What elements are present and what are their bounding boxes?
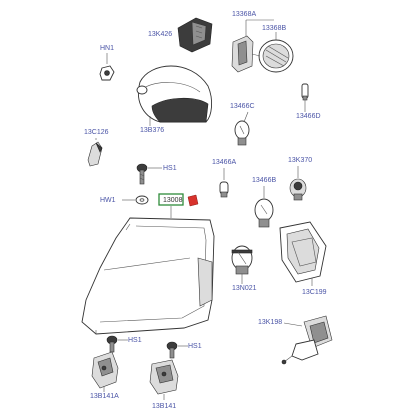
label-hs1-bottom-centre: HS1: [188, 343, 202, 350]
bulb-13n021[interactable]: [231, 245, 253, 275]
label-13466d: 13466D: [296, 113, 321, 120]
label-hs1-bottom-left: HS1: [128, 337, 142, 344]
label-13466b: 13466B: [252, 177, 276, 184]
label-13466c: 13466C: [230, 103, 255, 110]
label-hs1-top: HS1: [163, 165, 177, 172]
headlamp-assembly-13008[interactable]: [81, 217, 215, 335]
screw-hs1-bottom-left[interactable]: [106, 335, 118, 353]
label-13c199: 13C199: [302, 289, 327, 296]
rubber-cover-13c199[interactable]: [279, 221, 327, 283]
label-13b376: 13B376: [140, 127, 164, 134]
screw-hs1-top[interactable]: [136, 163, 148, 185]
label-hw1: HW1: [100, 197, 116, 204]
label-13466a: 13466A: [212, 159, 236, 166]
label-13k426: 13K426: [148, 31, 172, 38]
side-repeater-13368b[interactable]: [231, 35, 294, 73]
label-13c126: 13C126: [84, 129, 109, 136]
label-13k198: 13K198: [258, 319, 282, 326]
bulb-13466c[interactable]: [234, 120, 250, 146]
leveling-motor-13k198[interactable]: [281, 315, 333, 365]
washer-hw1[interactable]: [135, 195, 149, 205]
label-13k370: 13K370: [288, 157, 312, 164]
screw-hs1-bottom-centre[interactable]: [166, 341, 178, 359]
socket-13k426[interactable]: [177, 17, 213, 53]
highlight-marker-13008: [187, 194, 199, 207]
bulb-holder-13k370[interactable]: [289, 178, 307, 201]
label-13b141a: 13B141A: [90, 393, 119, 400]
nut-hn1[interactable]: [99, 65, 115, 81]
bulb-13466b[interactable]: [254, 198, 274, 228]
label-13b141: 13B141: [152, 403, 176, 410]
label-13368b: 13368B: [262, 25, 286, 32]
bulb-13466d[interactable]: [301, 83, 309, 101]
label-13n021: 13N021: [232, 285, 257, 292]
bracket-13c126[interactable]: [87, 141, 103, 167]
label-13008[interactable]: 13008: [163, 197, 183, 204]
label-13368a: 13368A: [232, 11, 256, 18]
headlamp-cover-13b376[interactable]: [136, 65, 213, 123]
label-hn1: HN1: [100, 45, 114, 52]
bracket-13b141a[interactable]: [91, 351, 119, 389]
bulb-13466a[interactable]: [219, 181, 229, 198]
bracket-13b141[interactable]: [149, 359, 179, 395]
highlight-box-13008: [158, 193, 184, 206]
